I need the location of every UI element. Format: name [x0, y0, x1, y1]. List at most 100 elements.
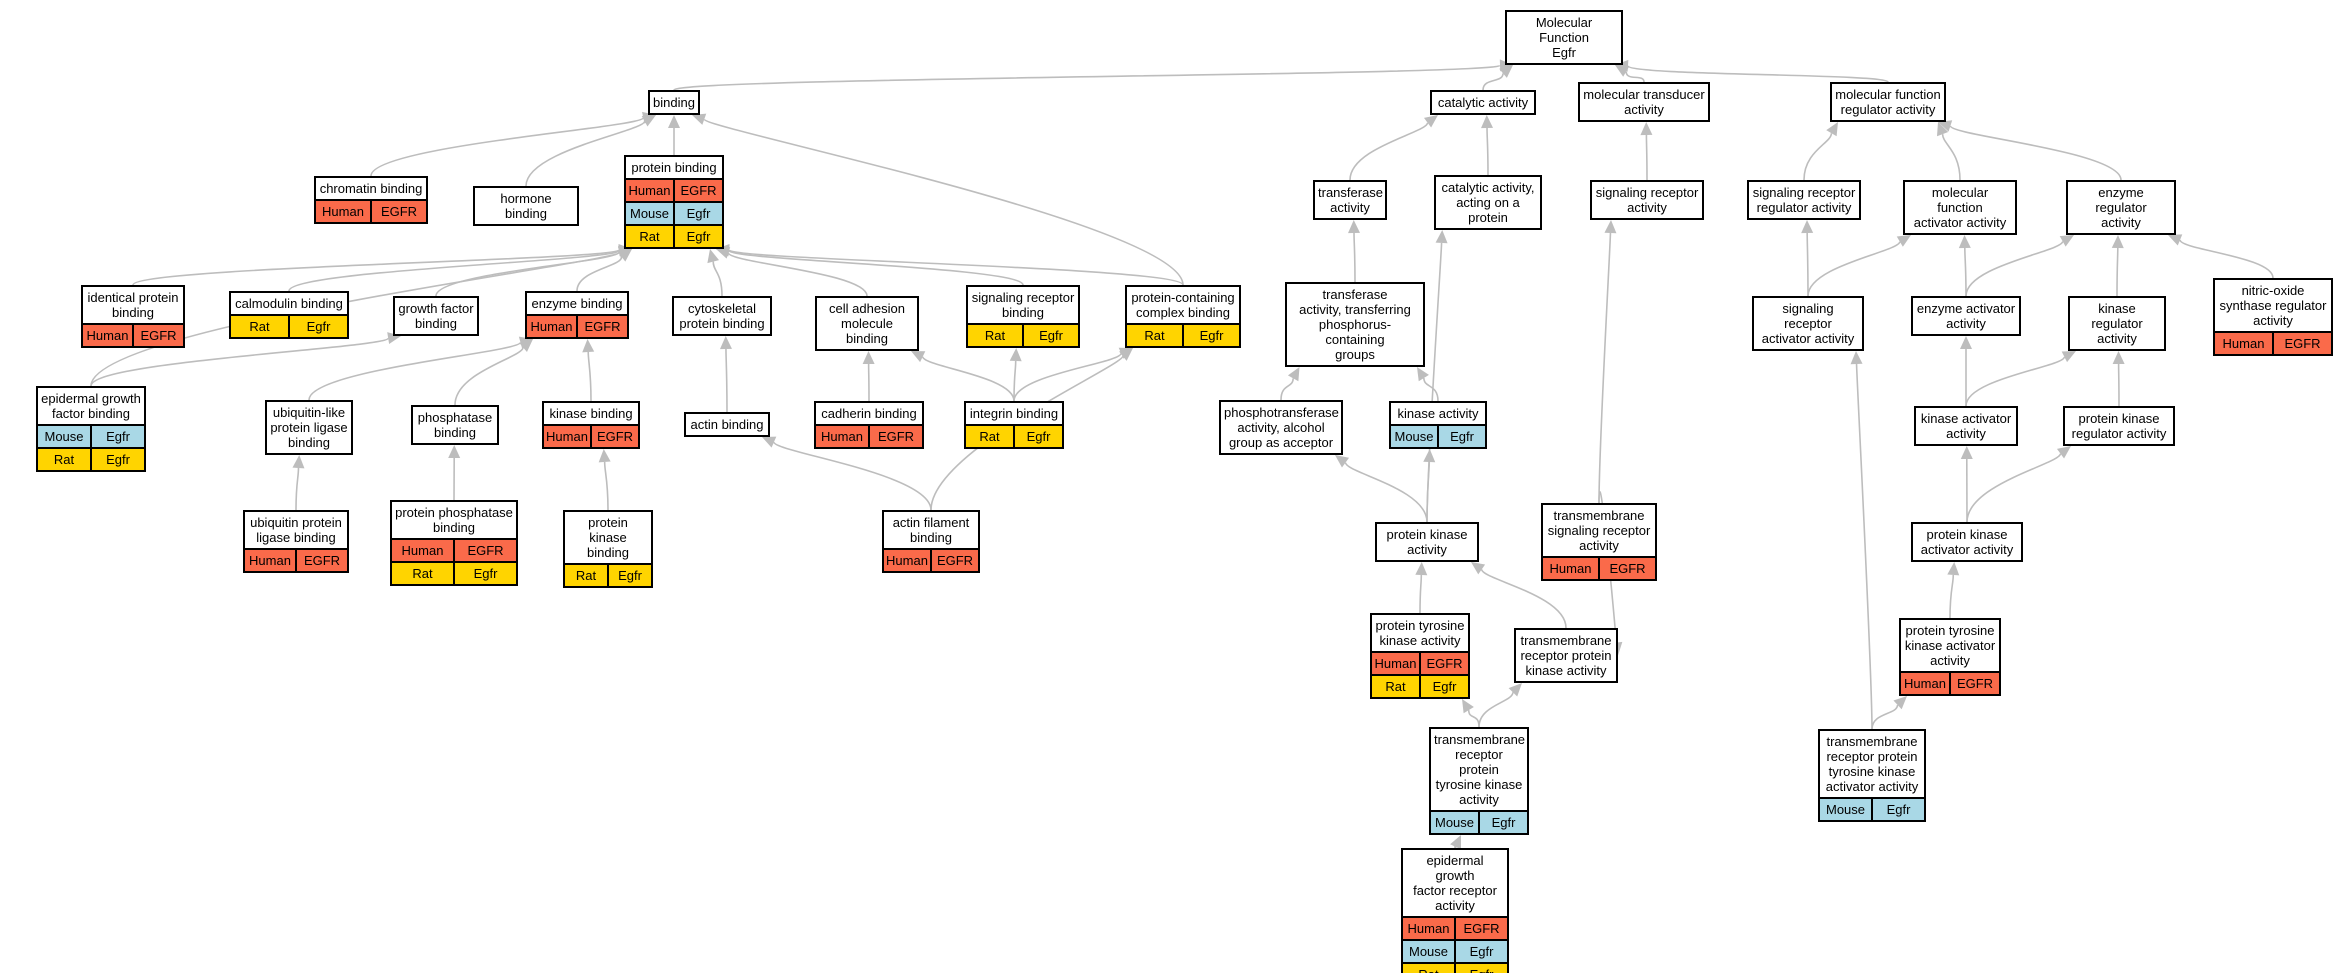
arrowhead — [1947, 562, 1960, 576]
arrowhead — [1615, 59, 1629, 72]
node-label: growth factor binding — [398, 301, 474, 331]
arrowhead — [1801, 220, 1814, 234]
gene-cell: Egfr — [673, 203, 722, 224]
arrowhead — [1893, 696, 1907, 710]
go-node-phosphatase: phosphatase binding — [411, 405, 499, 445]
go-node-binding: binding — [648, 90, 700, 115]
node-label: protein phosphatase binding — [395, 505, 513, 535]
edge-ubprot-to-ublike — [295, 467, 300, 511]
edge-complex-to-binding — [703, 118, 1184, 286]
node-label: epidermal growth factor receptor activit… — [1413, 853, 1497, 913]
arrowhead — [1481, 115, 1494, 129]
species-cell: Rat — [1403, 964, 1454, 973]
go-node-sigrecactact: signaling receptor activator activity — [1752, 296, 1864, 351]
edge-protkin-to-catprot — [1426, 242, 1443, 523]
edge-protkinactact-to-protkinreg — [1966, 453, 2062, 523]
species-cell: Human — [83, 325, 132, 346]
edge-egfbind-to-growthfactor — [90, 337, 389, 387]
gene-cell: Egfr — [288, 316, 347, 337]
gene-cell: Egfr — [1454, 941, 1507, 962]
arrowhead — [1009, 348, 1022, 362]
species-cell: Human — [2215, 333, 2272, 354]
node-label: cytoskeletal protein binding — [679, 301, 765, 331]
go-node-protkinreg: protein kinase regulator activity — [2063, 406, 2175, 446]
edge-sigrecbind-to-protbind — [728, 249, 1024, 286]
edge-integrin-to-complex — [1013, 352, 1122, 402]
node-label: transmembrane receptor protein tyrosine … — [1825, 734, 1919, 794]
arrowhead — [617, 246, 632, 259]
arrowhead — [862, 351, 875, 365]
arrowhead — [1423, 115, 1438, 128]
gene-cell: EGFR — [673, 180, 722, 201]
go-node-growthfactor: growth factor binding — [393, 296, 479, 336]
arrowhead — [911, 351, 926, 363]
gene-cell: EGFR — [1598, 558, 1655, 579]
go-node-tmrpk: transmembrane receptor protein kinase ac… — [1514, 628, 1618, 683]
gene-cell: EGFR — [930, 550, 978, 571]
gene-cell: EGFR — [370, 201, 426, 222]
species-cell: Rat — [38, 449, 90, 470]
arrowhead — [2111, 235, 2124, 249]
gene-cell: EGFR — [1419, 653, 1468, 674]
species-cell: Human — [1403, 918, 1454, 939]
arrowhead — [762, 436, 777, 448]
edge-kinreg-to-enzreg — [2116, 247, 2119, 297]
arrowhead — [719, 336, 732, 350]
species-cell: Human — [392, 540, 453, 561]
edge-actin-to-cytoskeletal — [725, 348, 728, 413]
species-cell: Mouse — [1820, 799, 1871, 820]
arrowhead — [1937, 122, 1949, 137]
edge-integrin-to-celladh — [921, 356, 1015, 402]
edge-nos-to-enzreg — [2179, 239, 2274, 279]
gene-cell: Egfr — [673, 226, 722, 247]
node-label: phosphatase binding — [417, 410, 493, 440]
node-label: transmembrane receptor protein tyrosine … — [1434, 732, 1526, 807]
edge-phosphotrans-to-transphos — [1280, 378, 1294, 401]
node-label: binding — [653, 95, 695, 110]
species-cell: Human — [1543, 558, 1598, 579]
gene-cell: EGFR — [1949, 673, 1999, 694]
node-label: ubiquitin-like protein ligase binding — [270, 405, 348, 450]
node-label: transmembrane signaling receptor activit… — [1547, 508, 1651, 553]
go-node-tmrptk: transmembrane receptor protein tyrosine … — [1429, 727, 1529, 835]
arrowhead — [1348, 220, 1361, 234]
node-label: molecular function regulator activity — [1835, 87, 1941, 117]
gene-cell: Egfr — [1478, 812, 1527, 833]
node-label: kinase regulator activity — [2091, 301, 2143, 346]
edge-binding-to-mf — [673, 64, 1501, 91]
node-label: hormone binding — [500, 191, 552, 221]
arrowhead — [1415, 562, 1428, 576]
arrowhead — [1499, 65, 1513, 78]
go-node-celladh: cell adhesion molecule binding — [815, 296, 919, 351]
node-label: signaling receptor regulator activity — [1752, 185, 1856, 215]
edge-sigrecactact-to-mfact — [1807, 241, 1901, 297]
edge-enzact-to-enzreg — [1965, 240, 2064, 297]
edge-tmrptkact-to-sigrecactact — [1855, 363, 1873, 730]
gene-cell: Egfr — [1022, 325, 1078, 346]
arrowhead — [2056, 446, 2071, 459]
go-node-enzact: enzyme activator activity — [1911, 296, 2021, 336]
go-node-actin: actin binding — [684, 412, 770, 437]
node-label: enzyme activator activity — [1916, 301, 2016, 331]
arrowhead — [692, 113, 707, 125]
node-label: calmodulin binding — [235, 296, 343, 311]
edge-catalytic-to-mf — [1482, 73, 1504, 91]
node-label: catalytic activity — [1437, 95, 1529, 110]
edge-sigrecreg-to-mfreg — [1803, 133, 1833, 181]
species-cell: Mouse — [38, 426, 90, 447]
arrowhead — [1938, 120, 1953, 132]
go-node-mf: Molecular Function Egfr — [1505, 10, 1623, 65]
gene-cell: Egfr — [1871, 799, 1924, 820]
